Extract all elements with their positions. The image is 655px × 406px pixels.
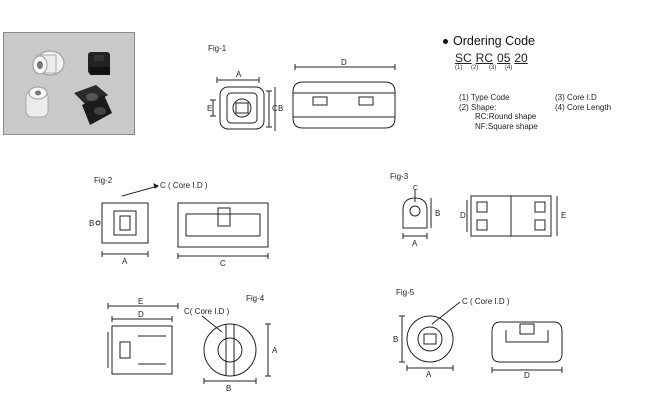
fig3-dim-e: E xyxy=(561,211,566,220)
fig4-dim-b: B xyxy=(226,384,231,393)
fig4-dim-d: D xyxy=(138,310,144,319)
fig5-dim-a: A xyxy=(426,370,432,378)
fig4-dim-e: E xyxy=(138,297,143,306)
code-index-3: (3) xyxy=(489,65,497,71)
ordering-legend-left: (1) Type Code (2) Shape: RC:Round shape … xyxy=(459,93,538,131)
code-index-2: (2) xyxy=(471,65,479,71)
fig5-front-view xyxy=(399,301,461,371)
fig2-drawing: C ( Core I.D ) B A C xyxy=(89,181,269,268)
product-photo xyxy=(3,32,135,135)
ordering-title-text: Ordering Code xyxy=(453,34,535,48)
fig4-dim-c-core-id: C( Core I.D ) xyxy=(184,307,230,316)
black-core-open xyxy=(74,85,112,125)
legend-shape: (2) Shape: xyxy=(459,102,497,112)
fig2-label: Fig-2 xyxy=(94,176,113,185)
code-part-4: 20 xyxy=(514,51,528,65)
legend-core-id: (3) Core I.D xyxy=(555,93,597,102)
fig2-dim-c-core-id: C ( Core I.D ) xyxy=(160,181,208,190)
fig1-side-view xyxy=(292,64,396,129)
fig2-dim-c: C xyxy=(220,259,226,268)
code-part-2: RC xyxy=(475,51,494,65)
ordering-legend-right: (3) Core I.D (4) Core Length xyxy=(555,93,611,112)
code-part-3: 05 xyxy=(497,51,511,65)
bullet-icon xyxy=(443,38,448,44)
legend-type-code: (1) Type Code xyxy=(459,93,510,102)
code-index-1: (1) xyxy=(455,65,463,71)
fig3-dim-d: D xyxy=(460,211,466,220)
fig4-front-view xyxy=(201,315,271,384)
fig3-front-view xyxy=(402,190,432,239)
fig4-drawing: E D C( Core I.D ) A B xyxy=(107,297,278,393)
fig1-dim-d: D xyxy=(341,58,347,67)
fig1-front-view xyxy=(210,77,272,130)
fig2-front-view xyxy=(95,183,159,257)
ordering-code: SC RC 05 20 xyxy=(455,51,535,65)
fig5-dim-d: D xyxy=(524,371,530,378)
black-core-top xyxy=(88,52,110,75)
fig3-dim-b: B xyxy=(435,209,440,218)
fig5-dim-c-core-id: C ( Core I.D ) xyxy=(462,297,510,306)
fig5-dim-b: B xyxy=(393,335,398,344)
fig5-label: Fig-5 xyxy=(396,288,415,297)
fig3-label: Fig-3 xyxy=(390,172,409,181)
code-index-4: (4) xyxy=(505,65,513,71)
legend-shape-nf: NF:Square shape xyxy=(475,121,538,131)
fig3-side-view xyxy=(466,195,558,237)
ordering-title: Ordering Code xyxy=(443,34,535,48)
fig2-side-view xyxy=(177,202,269,259)
fig1-label: Fig-1 xyxy=(208,44,227,53)
ordering-code-block: Ordering Code SC RC 05 20 (1) (2) (3) (4… xyxy=(443,34,535,71)
fig1-drawing: A E C B D xyxy=(207,58,396,131)
fig5-drawing: C ( Core I.D ) B A D xyxy=(393,297,563,378)
white-core-top xyxy=(32,50,65,76)
fig4-label: Fig-4 xyxy=(246,294,265,303)
fig4-side-view xyxy=(107,303,179,375)
fig1-dim-a: A xyxy=(236,70,242,79)
fig1-dim-e: E xyxy=(207,104,212,113)
fig4-dim-a: A xyxy=(272,346,278,355)
fig3-dim-c: C xyxy=(413,185,418,192)
legend-shape-rc: RC:Round shape xyxy=(475,112,537,121)
legend-core-length: (4) Core Length xyxy=(555,102,612,112)
ordering-code-indices: (1) (2) (3) (4) xyxy=(455,65,535,71)
fig1-dim-b: B xyxy=(278,104,283,113)
fig5-side-view xyxy=(491,321,563,373)
fig2-dim-a: A xyxy=(122,257,128,266)
white-core-bottom xyxy=(25,86,49,118)
fig3-drawing: C B A D E xyxy=(402,185,566,248)
code-part-1: SC xyxy=(455,51,472,65)
ferrite-cores-photo xyxy=(25,50,112,125)
fig2-dim-b: B xyxy=(89,219,94,228)
fig3-dim-a: A xyxy=(412,239,418,248)
